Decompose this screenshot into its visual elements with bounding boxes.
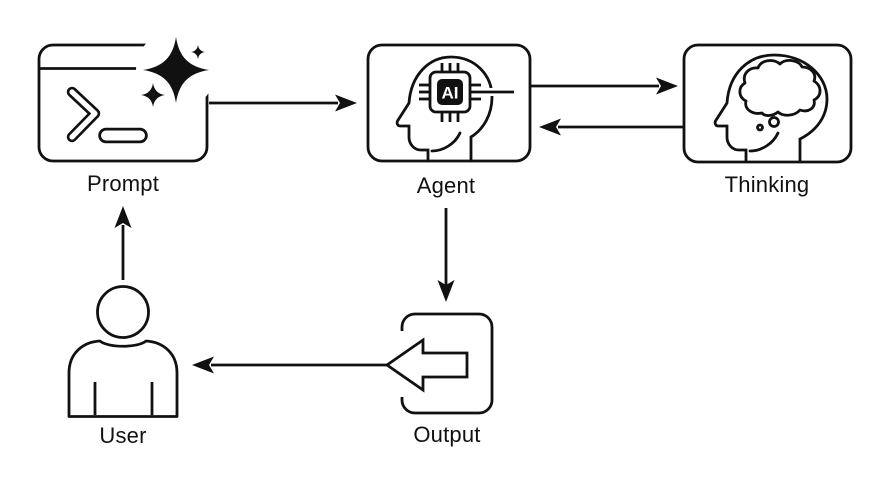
sparkle-small-icon — [191, 45, 205, 59]
sparkle-large-icon — [143, 37, 209, 103]
person-icon — [67, 285, 179, 418]
return-arrow-icon — [384, 337, 469, 393]
arrow-output-to-user — [192, 356, 389, 374]
node-output — [384, 312, 494, 415]
edges — [114, 77, 684, 374]
arrow-agent-to-output — [437, 208, 455, 302]
arrow-prompt-to-agent — [209, 94, 357, 112]
node-agent: AI — [366, 43, 532, 163]
chip-core — [437, 79, 463, 105]
thought-bubble-large — [768, 116, 780, 128]
node-thinking — [682, 43, 853, 164]
node-label-thinking: Thinking — [724, 172, 810, 197]
person-body — [67, 339, 179, 418]
head-thought-cloud-icon — [713, 53, 829, 163]
terminal-sparkles-icon — [40, 30, 216, 144]
arrow-thinking-to-agent — [539, 118, 684, 136]
node-label-agent: Agent — [416, 173, 476, 198]
node-user — [67, 285, 179, 418]
arrow-agent-to-thinking — [531, 77, 678, 95]
chip-label: AI — [442, 84, 459, 103]
thought-bubble-small — [756, 123, 764, 132]
person-head — [96, 285, 150, 339]
node-prompt — [37, 30, 216, 163]
node-label-output: Output — [413, 422, 481, 447]
head-ai-chip-icon: AI — [395, 55, 514, 163]
arrow-user-to-prompt — [114, 206, 132, 280]
node-label-user: User — [99, 423, 147, 448]
sparkle-medium-icon — [141, 83, 165, 107]
node-label-prompt: Prompt — [86, 171, 160, 196]
